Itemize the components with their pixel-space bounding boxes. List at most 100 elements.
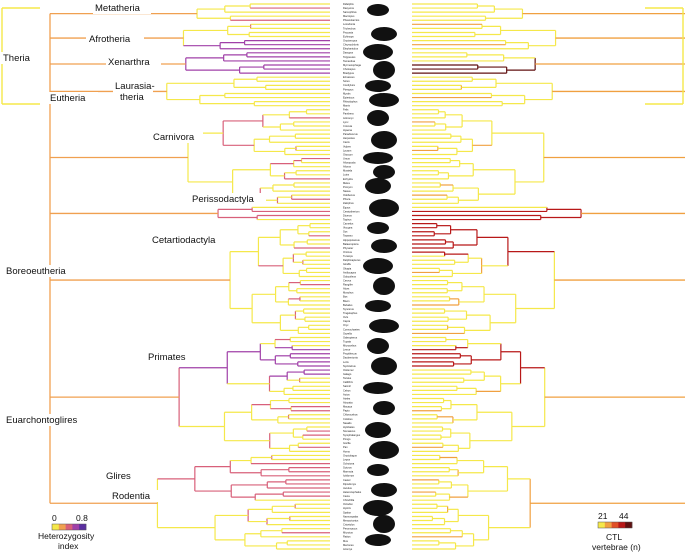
taxon-label: Marmota — [343, 470, 354, 474]
taxon-label: Tarsius — [343, 376, 352, 380]
taxon-label: Trichechus — [343, 26, 356, 30]
taxon-label: Camelus — [343, 222, 354, 226]
legend-swatch — [65, 524, 73, 530]
taxon-label: Panthera — [343, 112, 354, 116]
taxon-label: Chinchilla — [343, 498, 355, 502]
taxon-label: Diceros — [343, 213, 352, 217]
animal-silhouette — [369, 441, 399, 459]
taxon-label: Ictidomys — [343, 474, 355, 478]
taxon-label: Acomys — [343, 547, 353, 551]
animal-silhouette — [365, 422, 391, 438]
taxon-label: Pteropus — [343, 87, 354, 91]
heterozygosity-legend-subtitle: index — [58, 541, 79, 551]
taxon-label: Sciurus — [343, 466, 352, 470]
taxon-label-column: DidelphisDasyurusSarcophilusMacropusPhas… — [343, 2, 362, 551]
taxon-label: Myrmecophaga — [343, 63, 361, 67]
taxon-label: Spalax — [343, 510, 352, 514]
taxon-label: Echinops — [343, 34, 354, 38]
taxon-label: Crocuta — [343, 124, 353, 128]
ctl-legend-max: 44 — [619, 511, 629, 521]
taxon-label: Colobus — [343, 417, 353, 421]
taxon-label: Eptesicus — [343, 95, 355, 99]
ctl-legend-title: CTL — [606, 532, 622, 542]
taxon-label: Nycticebus — [343, 364, 356, 368]
silhouette-strip — [338, 0, 404, 554]
taxon-label: Lemur — [343, 348, 350, 352]
taxon-label: Oryctolagus — [343, 453, 358, 457]
taxon-label: Ursus — [343, 156, 350, 160]
taxon-label: Choloepus — [343, 67, 356, 71]
clade-label-eutheria: Eutheria — [50, 93, 86, 104]
clade-labels: Metatheria Afrotheria Theria Xenarthra E… — [1, 2, 266, 502]
legend-swatch — [598, 522, 606, 528]
animal-silhouette — [367, 110, 389, 126]
clade-label-boreoeutheria: Boreoeutheria — [6, 266, 66, 277]
taxon-label: Ochotona — [343, 461, 355, 465]
taxon-label: Nannospalax — [343, 514, 359, 518]
taxon-label: Hylobates — [343, 425, 355, 429]
taxon-label: Cavia — [343, 494, 350, 498]
legend-swatch — [72, 524, 80, 530]
ctl-color-bar — [597, 521, 633, 529]
clade-label-xenarthra: Xenarthra — [108, 57, 150, 68]
heterozygosity-legend-title: Heterozygosity — [38, 531, 95, 541]
taxon-label: Alces — [343, 287, 350, 291]
taxon-label: Microtus — [343, 531, 354, 535]
taxon-label: Elephantulus — [343, 47, 359, 51]
ctl-vertebrae-tree — [412, 3, 685, 550]
animal-silhouette — [369, 319, 399, 333]
taxon-label: Tamandua — [343, 59, 356, 63]
legend-swatch — [618, 522, 626, 528]
taxon-label: Nomascus — [343, 429, 356, 433]
animal-silhouette — [363, 258, 393, 274]
clade-label-rodentia: Rodentia — [112, 491, 151, 502]
taxon-label: Galago — [343, 372, 352, 376]
taxon-label: Symphalangus — [343, 433, 361, 437]
taxon-label: Jaculus — [343, 486, 352, 490]
taxon-label: Mesocricetus — [343, 518, 359, 522]
taxon-label: Saimiri — [343, 384, 351, 388]
taxon-label: Tolypeutes — [343, 55, 356, 59]
clade-label-theria: Theria — [3, 53, 31, 64]
animal-silhouette — [367, 338, 389, 354]
animal-silhouette — [371, 357, 397, 375]
animal-silhouette — [367, 4, 389, 16]
clade-label-primates: Primates — [148, 352, 186, 363]
animal-silhouette — [363, 500, 393, 516]
taxon-label: Didelphis — [343, 2, 354, 6]
taxon-label: Tayassu — [343, 234, 353, 238]
taxon-label: Aotus — [343, 392, 350, 396]
taxon-label: Ateles — [343, 396, 351, 400]
taxon-label: Loris — [343, 360, 349, 364]
taxon-label: Nasua — [343, 189, 351, 193]
taxon-label: Okapia — [343, 266, 352, 270]
taxon-label: Daubentonia — [343, 356, 358, 360]
heterozygosity-legend-max: 0.8 — [76, 513, 88, 523]
animal-silhouette — [373, 165, 395, 179]
taxon-label: Homo — [343, 449, 350, 453]
clade-label-laurasiatheria-line1: Laurasia- — [115, 81, 155, 92]
taxon-label: Procavia — [343, 30, 354, 34]
heterozygosity-color-bar — [51, 523, 87, 531]
heterozygosity-tree — [1, 3, 330, 550]
taxon-label: Macropus — [343, 14, 355, 18]
taxon-label: Condylura — [343, 83, 355, 87]
taxon-label: Dipodomys — [343, 482, 357, 486]
taxon-label: Canis — [343, 140, 350, 144]
taxon-label: Capra — [343, 319, 351, 323]
clade-label-euarchontoglires: Euarchontoglires — [6, 415, 78, 426]
taxon-label: Ailurus — [343, 165, 352, 169]
taxon-label: Heterocephalus — [343, 490, 362, 494]
taxon-label: Hystrix — [343, 506, 352, 510]
taxon-label: Sarcophilus — [343, 10, 357, 14]
taxon-label: Meriones — [343, 543, 354, 547]
taxon-label: Peromyscus — [343, 527, 358, 531]
taxon-label: Otolemur — [343, 368, 354, 372]
taxon-label: Lepus — [343, 457, 351, 461]
taxon-label: Mus — [343, 539, 349, 543]
legend-swatch — [625, 522, 633, 528]
taxon-label: Odocoileus — [343, 274, 357, 278]
taxon-label: Cervus — [343, 278, 352, 282]
